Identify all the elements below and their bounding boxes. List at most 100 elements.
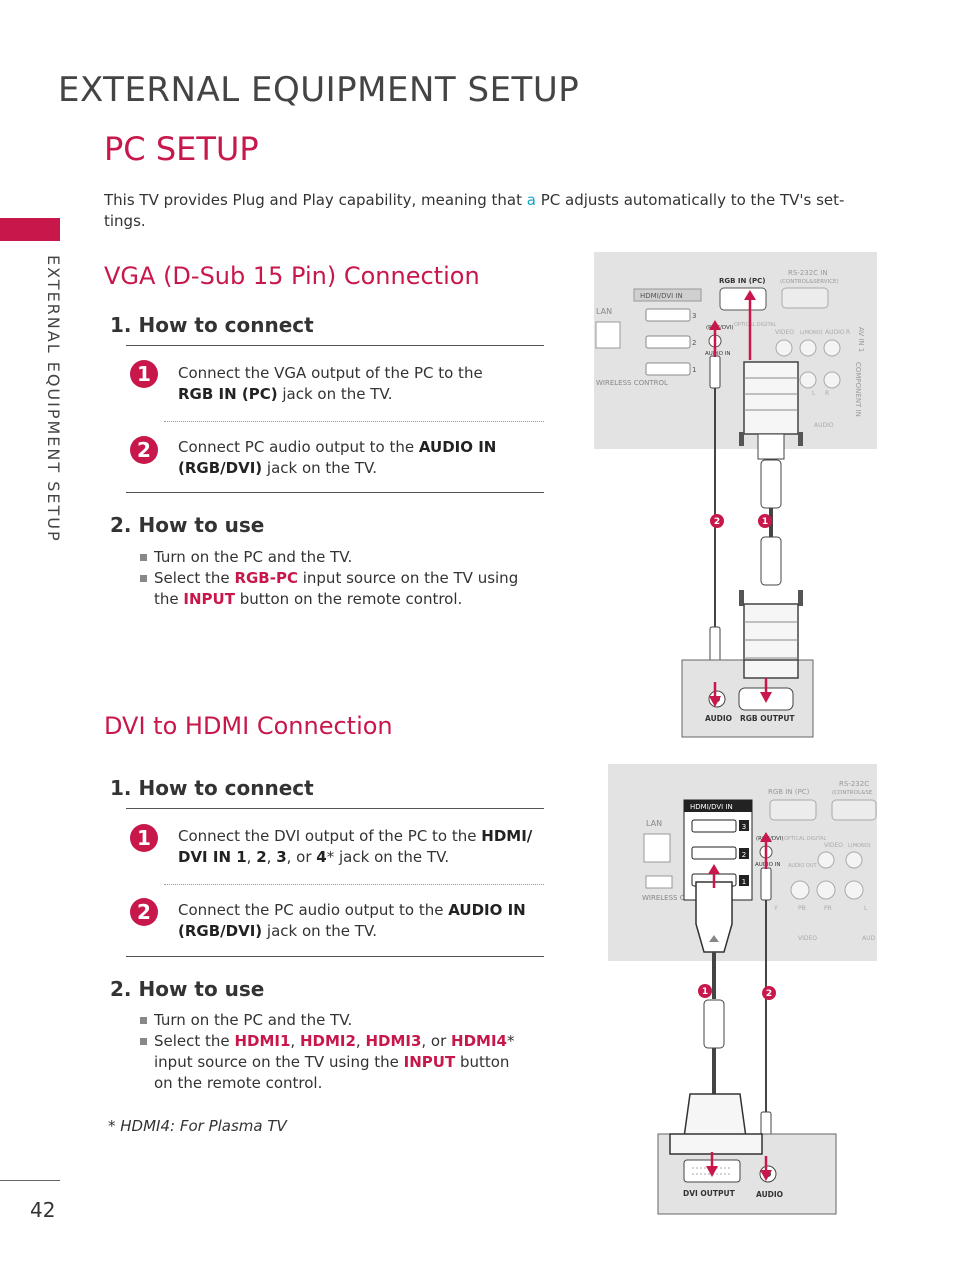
list-item: Turn on the PC and the TV.	[140, 1010, 532, 1031]
control-label: (CONTROL&SE	[832, 790, 873, 796]
mono-label: L(MONO)	[848, 843, 871, 849]
footnote: * HDMI4: For Plasma TV	[108, 1117, 287, 1135]
audio-plug-tv	[709, 355, 721, 389]
hdmi-label: HDMI/DVI IN	[640, 292, 683, 300]
rs232c-label: RS-232C	[839, 780, 869, 788]
r-label: R	[846, 329, 850, 336]
callout-number: 2	[714, 517, 720, 527]
cable-ferrite	[703, 999, 725, 1049]
vga-connect-heading: 1. How to connect	[110, 313, 314, 337]
dvi-step-2-text: Connect the PC audio output to the AUDIO…	[178, 901, 526, 940]
optical-label: OPTICAL DIGITAL	[734, 322, 777, 328]
rca-jack	[845, 851, 863, 869]
callout-number: 2	[766, 989, 772, 999]
page-title: PC SETUP	[104, 130, 259, 168]
callout-1	[758, 514, 772, 528]
av-in-label: AV IN 1	[857, 327, 865, 352]
arrow-head	[706, 1166, 718, 1177]
rgb-in-label: RGB IN (PC)	[768, 788, 810, 796]
rca-jack	[823, 371, 841, 389]
vga-connection-diagram: LAN WIRELESS CONTROL HDMI/DVI IN 3 2 1 R…	[594, 252, 877, 738]
thumb-screw	[798, 590, 803, 606]
arrow-head	[760, 1170, 772, 1181]
chapter-tab-marker	[0, 218, 60, 241]
dotted-divider	[164, 421, 544, 422]
callout-1	[698, 984, 712, 998]
dvi-section-title: DVI to HDMI Connection	[104, 712, 393, 740]
arrow-head	[709, 320, 721, 330]
audio-label: AUDIO	[814, 422, 834, 429]
wireless-label: WIRELESS CONTROL	[642, 894, 714, 902]
pb-label: PB	[798, 905, 806, 912]
step-badge-2: 2	[130, 436, 158, 464]
pc-rgb-output-label: RGB OUTPUT	[740, 714, 795, 723]
divider	[126, 345, 544, 346]
lan-port	[643, 833, 671, 863]
side-chapter-label: EXTERNAL EQUIPMENT SETUP	[44, 255, 63, 543]
rca-jack	[799, 339, 817, 357]
audio-label: AUD	[862, 935, 875, 942]
video-label: VIDEO	[824, 842, 843, 849]
arrow-head	[708, 864, 720, 874]
dvi-connector-lower	[669, 1133, 763, 1155]
pc-dvi-output-label: DVI OUTPUT	[683, 1189, 736, 1198]
dvi-step-1-text: Connect the DVI output of the PC to the …	[178, 827, 533, 866]
pr-label: PR	[824, 905, 832, 912]
wireless-label: WIRELESS CONTROL	[596, 379, 668, 387]
callout-2	[762, 986, 776, 1000]
vga-use-heading: 2. How to use	[110, 513, 265, 537]
pc-audio-label: AUDIO	[756, 1190, 783, 1199]
thumb-screw	[798, 432, 803, 446]
hdmi-port	[691, 819, 737, 833]
arrow-head	[760, 692, 772, 703]
cable-ferrite	[760, 536, 782, 586]
rca-jack	[799, 371, 817, 389]
lan-label: LAN	[646, 819, 662, 828]
callout-number: 1	[702, 987, 708, 997]
rgb-in-port	[719, 287, 767, 311]
list-item: Select the RGB-PC input source on the TV…	[140, 568, 535, 610]
pc-audio-label: AUDIO	[705, 714, 732, 723]
rca-jack	[844, 880, 864, 900]
audio-in-label: AUDIO IN	[705, 351, 730, 357]
step-badge-1: 1	[130, 824, 158, 852]
step-badge-1: 1	[130, 360, 158, 388]
thumb-screw	[739, 590, 744, 606]
vga-connector-pc-lower	[743, 659, 799, 679]
cable-ferrite	[760, 459, 782, 509]
vga-use-list: Turn on the PC and the TV. Select the RG…	[140, 547, 535, 610]
dvi-connection-diagram: LAN WIRELESS CONTROL HDMI/DVI IN 3 2 1 R…	[608, 764, 877, 1215]
port-number: 3	[742, 823, 746, 831]
port-number: 1	[742, 878, 746, 886]
hdmi-port	[645, 362, 691, 376]
rca-jack	[817, 851, 835, 869]
cable-strain-relief	[757, 433, 785, 460]
video-label: VIDEO	[798, 935, 817, 942]
divider	[126, 808, 544, 809]
arrow-head	[760, 832, 772, 842]
lan-label: LAN	[596, 307, 612, 316]
audio-in-label: AUDIO IN	[755, 862, 780, 868]
l-label: L	[812, 390, 816, 397]
hdmi-label: HDMI/DVI IN	[690, 803, 733, 811]
hdmi-port	[645, 308, 691, 322]
rca-jack	[775, 339, 793, 357]
port-number: 2	[692, 339, 696, 347]
port-number: 3	[692, 312, 696, 320]
audio-label: AUDIO	[825, 329, 845, 336]
chapter-title: EXTERNAL EQUIPMENT SETUP	[58, 70, 580, 110]
rca-jack	[816, 880, 836, 900]
component-in-label: COMPONENT IN	[854, 362, 862, 417]
mono-label: L(MONO)	[800, 330, 823, 336]
footer-divider	[0, 1180, 60, 1181]
hdmi-header	[633, 288, 702, 302]
dvi-use-heading: 2. How to use	[110, 977, 265, 1001]
vga-step-2-text: Connect PC audio output to the AUDIO IN …	[178, 438, 497, 477]
audio-plug-tv	[760, 867, 772, 901]
vga-section-title: VGA (D-Sub 15 Pin) Connection	[104, 262, 480, 290]
page-number: 42	[30, 1198, 56, 1222]
hdmi-header	[684, 800, 752, 812]
intro-highlight: a	[526, 191, 536, 209]
hdmi-port	[645, 335, 691, 349]
rs232c-port	[831, 799, 877, 821]
